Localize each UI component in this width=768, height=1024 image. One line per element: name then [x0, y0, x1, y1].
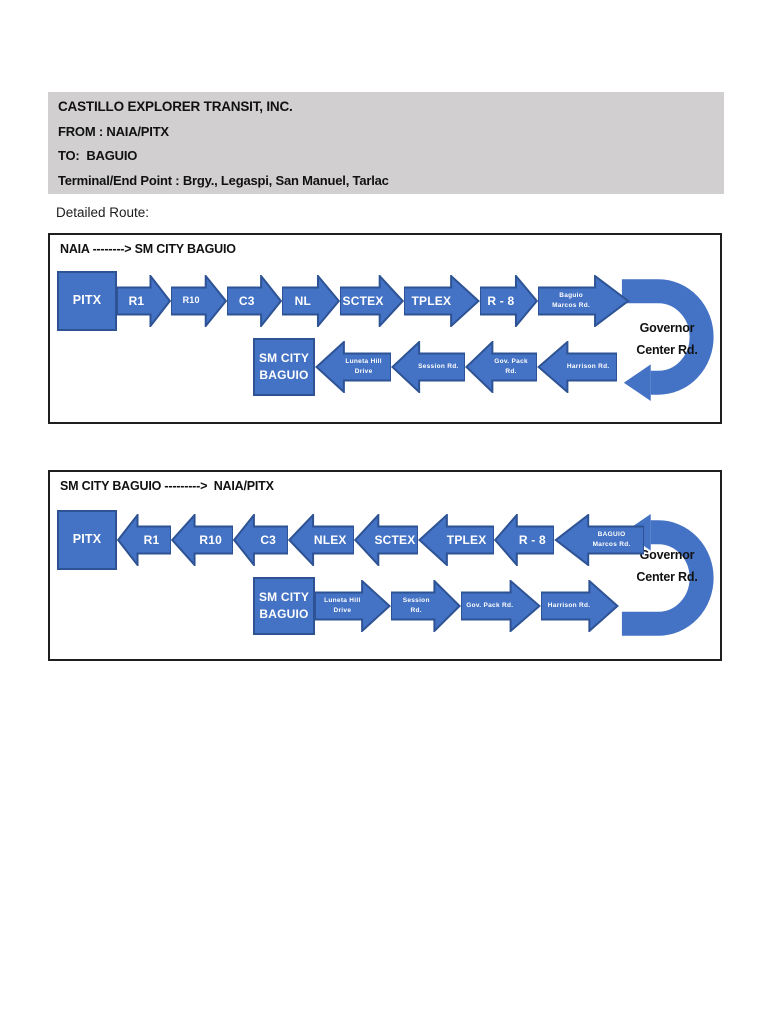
route-arrow-r1: R1	[117, 514, 171, 566]
sm-city-baguio-box: SM CITY BAGUIO	[253, 338, 315, 396]
left-arrow-icon	[465, 341, 537, 393]
right-arrow-icon	[227, 275, 282, 327]
pitx-box: PITX	[57, 510, 117, 570]
route-arrow-r8: R - 8	[480, 275, 538, 327]
right-arrow-icon	[541, 580, 619, 632]
right-arrow-icon	[117, 275, 171, 327]
right-arrow-icon	[404, 275, 480, 327]
uturn-arrow: Governor Center Rd.	[620, 277, 716, 401]
right-arrow-icon	[340, 275, 404, 327]
route-arrow-r10: R10	[171, 275, 227, 327]
right-arrow-icon	[480, 275, 538, 327]
terminal-end-point: Terminal/End Point : Brgy., Legaspi, San…	[58, 172, 389, 188]
pitx-box: PITX	[57, 271, 117, 331]
company-name: CASTILLO EXPLORER TRANSIT, INC.	[58, 99, 293, 114]
uturn-arrow-icon	[620, 277, 716, 401]
sm-city-baguio-box: SM CITY BAGUIO	[253, 577, 315, 635]
left-arrow-icon	[354, 514, 418, 566]
diagram-title: SM CITY BAGUIO ---------> NAIA/PITX	[60, 479, 274, 493]
left-arrow-icon	[391, 341, 465, 393]
uturn-arrow: Governor Center Rd.	[620, 514, 716, 638]
route-arrow-r1: R1	[117, 275, 171, 327]
diagram-title: NAIA --------> SM CITY BAGUIO	[60, 242, 236, 256]
route-arrow-c3: C3	[227, 275, 282, 327]
route-arrow-session-rd: Session Rd.	[391, 341, 465, 393]
right-arrow-icon	[171, 275, 227, 327]
route-arrow-sctex: SCTEX	[340, 275, 404, 327]
route-arrow-harrison-rd: Harrison Rd.	[537, 341, 617, 393]
route-arrow-tplex: TPLEX	[418, 514, 494, 566]
governor-center-rd-label: Governor Center Rd.	[636, 321, 698, 357]
route-arrow-session-rd: Session Rd.	[391, 580, 461, 632]
left-arrow-icon	[418, 514, 494, 566]
route-arrow-r8: R - 8	[494, 514, 554, 566]
route-arrow-nlex: NLEX	[288, 514, 354, 566]
left-arrow-icon	[315, 341, 391, 393]
outbound-bottom-row: SM CITY BAGUIO Luneta Hill Drive Session…	[253, 335, 617, 399]
governor-center-rd-label: Governor Center Rd.	[636, 548, 698, 584]
return-top-row: PITX R1 R10 C3 NLEX SCTEX	[57, 508, 644, 572]
route-arrow-c3: C3	[233, 514, 288, 566]
route-arrow-nl: NL	[282, 275, 340, 327]
route-arrow-sctex: SCTEX	[354, 514, 418, 566]
route-arrow-gov-pack-rd: Gov. Pack Rd.	[465, 341, 537, 393]
route-arrow-baguio-marcos-rd: BAGUIO Marcos Rd.	[554, 514, 644, 566]
left-arrow-icon	[494, 514, 554, 566]
left-arrow-icon	[233, 514, 288, 566]
route-arrow-luneta-hill-drive: Luneta Hill Drive	[315, 580, 391, 632]
right-arrow-icon	[315, 580, 391, 632]
route-to: TO: BAGUIO	[58, 148, 138, 163]
route-arrow-harrison-rd: Harrison Rd.	[541, 580, 619, 632]
left-arrow-icon	[117, 514, 171, 566]
route-diagram-naia-to-baguio: NAIA --------> SM CITY BAGUIO Governor C…	[48, 233, 722, 424]
route-from: FROM : NAIA/PITX	[58, 123, 169, 139]
route-arrow-baguio-marcos-rd: Baguio Marcos Rd.	[538, 275, 630, 327]
right-arrow-icon	[461, 580, 541, 632]
route-arrow-r10: R10	[171, 514, 233, 566]
detailed-route-label: Detailed Route:	[56, 205, 150, 220]
route-arrow-luneta-hill-drive: Luneta Hill Drive	[315, 341, 391, 393]
route-diagram-baguio-to-naia: SM CITY BAGUIO ---------> NAIA/PITX Gove…	[48, 470, 722, 661]
outbound-top-row: PITX R1 R10 C3 NL SCTEX	[57, 269, 630, 333]
left-arrow-icon	[537, 341, 617, 393]
right-arrow-icon	[538, 275, 630, 327]
route-arrow-gov-pack-rd: Gov. Pack Rd.	[461, 580, 541, 632]
left-arrow-icon	[554, 514, 644, 566]
right-arrow-icon	[282, 275, 340, 327]
return-bottom-row: SM CITY BAGUIO Luneta Hill Drive Session…	[253, 574, 619, 638]
route-arrow-tplex: TPLEX	[404, 275, 480, 327]
right-arrow-icon	[391, 580, 461, 632]
left-arrow-icon	[288, 514, 354, 566]
document-header: CASTILLO EXPLORER TRANSIT, INC. FROM : N…	[48, 92, 724, 194]
left-arrow-icon	[171, 514, 233, 566]
